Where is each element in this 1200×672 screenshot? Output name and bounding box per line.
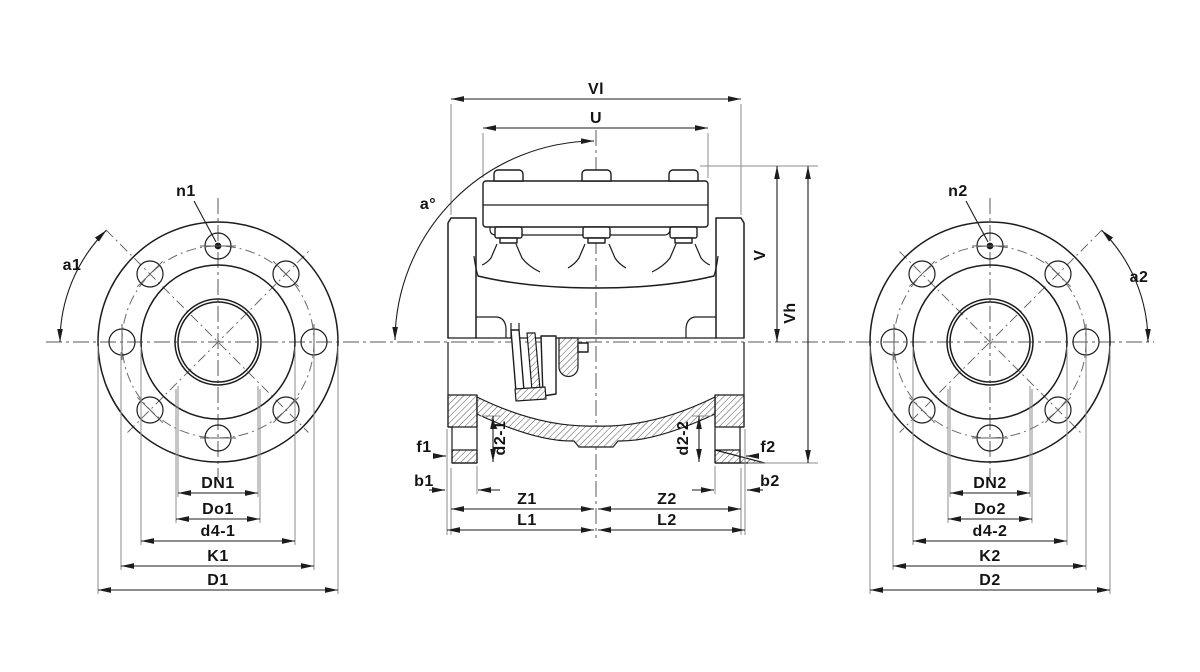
label-dn1: DN1 (201, 475, 235, 492)
label-a1: a1 (63, 257, 82, 274)
left-diagonal-centerline-b (127, 251, 309, 433)
hinge-boss (558, 337, 579, 378)
label-z2: Z2 (657, 491, 677, 508)
label-d1: D1 (207, 572, 228, 589)
left-bore-outer-circle (174, 298, 262, 386)
n1-leader-line (193, 200, 217, 243)
label-f2: f2 (760, 439, 775, 456)
right-bore-circle (949, 301, 1031, 383)
label-k1: K1 (207, 548, 228, 565)
label-v: V (752, 249, 769, 260)
label-d2: D2 (979, 572, 1000, 589)
label-vh: Vh (782, 302, 799, 323)
valve-right-end-flange (715, 217, 745, 339)
label-l1: L1 (517, 512, 537, 529)
right-extension-lines (869, 346, 1111, 594)
left-bolt-holes (108, 232, 328, 452)
disc-assembly (510, 323, 589, 402)
label-n2: n2 (948, 183, 968, 200)
valve-body-section (447, 323, 766, 464)
label-b1: b1 (414, 473, 434, 490)
arch-right-end (713, 255, 719, 277)
label-do2: Do2 (974, 501, 1006, 518)
n2-leader-line (965, 200, 989, 243)
label-n1: n1 (176, 183, 196, 200)
label-d4-1: d4-1 (201, 523, 236, 540)
left-body-fillet (476, 316, 507, 338)
right-diagonal-centerline-a (899, 229, 1103, 433)
bottom-left-dimensions: f1 b1 d2-1 Z1 L1 (414, 415, 594, 535)
label-a2: a2 (1130, 269, 1149, 286)
right-raised-face-circle (912, 264, 1068, 420)
right-dimension-lines (870, 490, 1110, 593)
label-b2: b2 (760, 473, 780, 490)
label-d2-2: d2-2 (675, 421, 692, 456)
right-flange-outer-circle (869, 221, 1111, 463)
valve-left-end-flange (447, 217, 477, 339)
label-d2-1: d2-1 (492, 421, 509, 456)
right-bore-outer-circle (946, 298, 1034, 386)
disc-angle-arc (392, 138, 595, 341)
label-a-deg: a° (420, 196, 436, 213)
left-extension-lines (97, 346, 339, 594)
label-z1: Z1 (517, 491, 537, 508)
bonnet-bolt-heads (493, 169, 699, 182)
label-dn2: DN2 (973, 475, 1007, 492)
label-f1: f1 (416, 439, 431, 456)
left-diagonal-centerline-a (105, 229, 309, 433)
right-bolt-holes (880, 232, 1100, 452)
label-d4-2: d4-2 (973, 523, 1008, 540)
label-u: U (590, 110, 602, 127)
label-k2: K2 (979, 548, 1000, 565)
label-do1: Do1 (202, 501, 234, 518)
left-flange-section-band (447, 394, 478, 428)
right-flange-view: n2 a2 DN2 Do2 d4-2 K2 D2 (869, 183, 1151, 594)
left-raised-face-circle (140, 264, 296, 420)
left-flange-rim-section (451, 449, 478, 464)
left-flange-view: n1 a1 DN1 Do1 d4-1 K1 D1 (57, 183, 339, 594)
bottom-right-dimensions: f2 b2 d2-2 Z2 L2 (598, 415, 780, 535)
hinge-step (577, 342, 589, 353)
disc-foot (514, 386, 547, 402)
a1-angle-arc (57, 229, 107, 343)
valve-section-view: Vl U a° V Vh f1 b1 d2-1 Z1 (392, 81, 818, 538)
label-l2: L2 (657, 512, 677, 529)
right-flange-section-band (714, 394, 745, 428)
disc-bracket (510, 329, 525, 393)
flange-face-lines (447, 342, 745, 464)
right-diagonal-centerline-b (899, 251, 1081, 433)
right-body-fillet (685, 316, 716, 338)
left-flange-outer-circle (97, 221, 339, 463)
left-bore-circle (177, 301, 259, 383)
a2-angle-arc (1101, 229, 1151, 343)
left-dimension-lines (98, 490, 338, 593)
label-vl: Vl (588, 81, 604, 98)
bonnet-cover (482, 180, 709, 228)
